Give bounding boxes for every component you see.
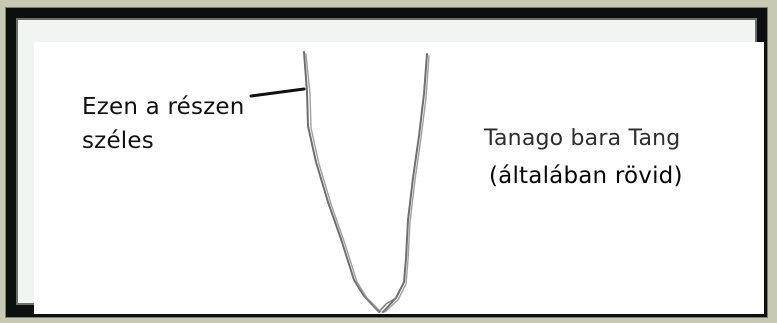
- right-title: Tanago bara Tang: [484, 126, 681, 151]
- sketch-right-edge-2: [384, 55, 430, 313]
- sketch-tip: [363, 295, 397, 313]
- sketch-drawing: [249, 51, 430, 313]
- left-label-line-2: széles: [82, 128, 154, 154]
- pointer-line: [249, 87, 306, 98]
- sketch-right-edge: [382, 53, 428, 313]
- diagram-frame: Ezen a részen széles Tanago bara Tang (á…: [6, 8, 767, 317]
- left-label-line-1: Ezen a részen: [82, 94, 245, 120]
- diagram-panel: Ezen a részen széles Tanago bara Tang (á…: [16, 18, 764, 314]
- diagram-canvas: Ezen a részen széles Tanago bara Tang (á…: [34, 42, 764, 314]
- sketch-left-edge-2: [305, 53, 382, 313]
- right-subtitle: (általában rövid): [489, 163, 683, 189]
- sketch-left-edge: [303, 51, 380, 313]
